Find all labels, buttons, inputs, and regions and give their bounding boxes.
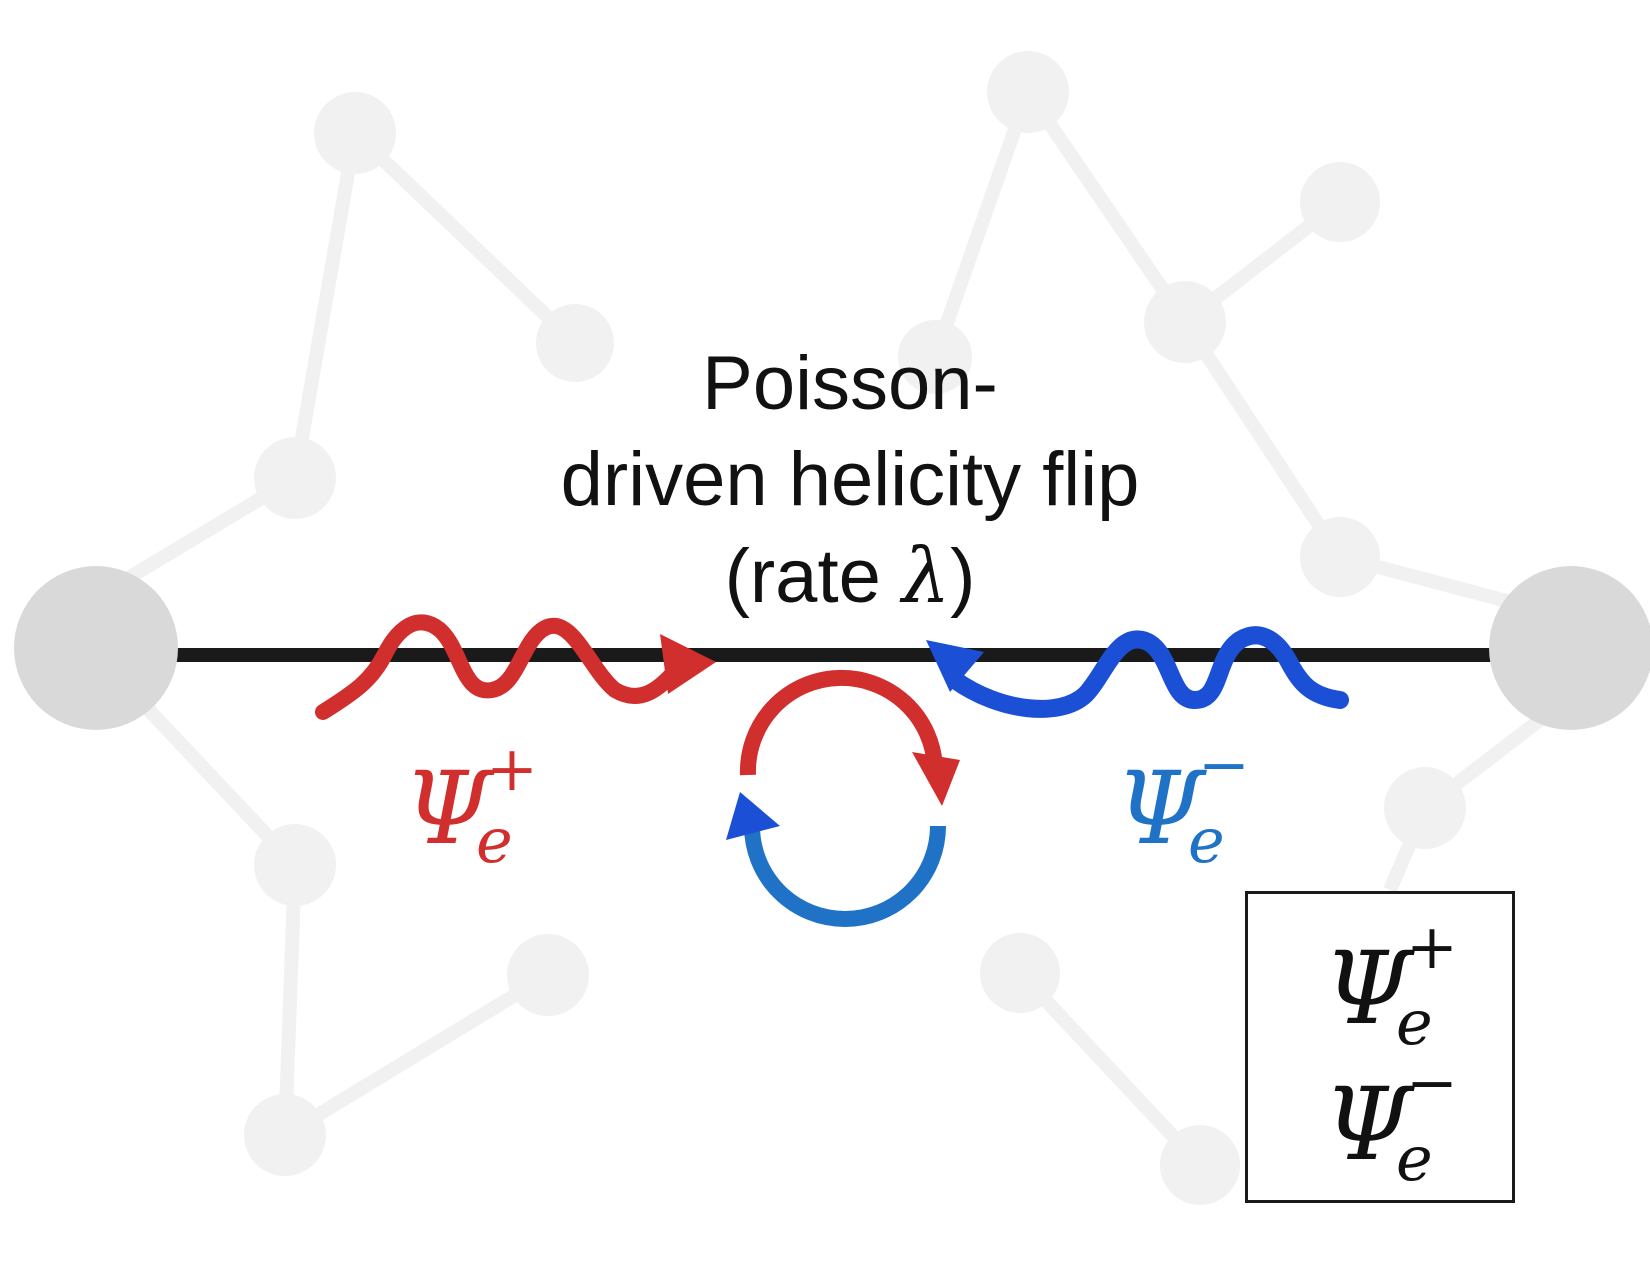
psi-minus-superscript: −	[1198, 728, 1250, 801]
psi-plus-symbol: Ψ	[404, 750, 492, 867]
wave-minus-arrow	[946, 626, 1349, 718]
legend-entry-plus: Ψ e +	[1324, 910, 1458, 1059]
legend-minus-subscript: e	[1396, 1122, 1433, 1195]
caption-line-2: driven helicity flip	[560, 437, 1140, 522]
wave-plus-arrow	[315, 614, 688, 720]
caption-line-1: Poisson-	[702, 341, 998, 426]
wave-minus-arrowhead	[926, 640, 984, 692]
right-endpoint-node	[1489, 566, 1650, 730]
psi-minus-subscript: e	[1188, 804, 1225, 877]
flip-caption: Poisson- driven helicity flip (rate λ)	[480, 336, 1220, 625]
background-network	[91, 51, 1562, 1205]
caption-line-3: (rate λ)	[480, 528, 1220, 625]
caption-line-3-suffix: )	[950, 534, 976, 619]
legend-plus-superscript: +	[1406, 910, 1458, 983]
caption-line-3-prefix: (rate	[724, 534, 902, 619]
wave-plus-arrowhead	[660, 634, 716, 694]
legend-plus-symbol: Ψ	[1324, 930, 1412, 1047]
helicity-flip-cycle-icon	[726, 669, 960, 927]
psi-minus-label: Ψ e −	[1116, 728, 1250, 877]
legend-box: Ψ e + Ψ e −	[1245, 891, 1515, 1203]
legend-entry-minus: Ψ e −	[1324, 1046, 1458, 1195]
lambda-symbol: λ	[901, 531, 951, 620]
psi-plus-subscript: e	[476, 804, 513, 877]
left-endpoint-node	[14, 566, 178, 730]
legend-plus-subscript: e	[1396, 986, 1433, 1059]
legend-minus-superscript: −	[1406, 1046, 1458, 1119]
psi-plus-superscript: +	[486, 732, 538, 805]
legend-minus-symbol: Ψ	[1324, 1066, 1412, 1183]
psi-plus-label: Ψ e +	[404, 732, 538, 877]
psi-minus-symbol: Ψ	[1116, 750, 1204, 867]
